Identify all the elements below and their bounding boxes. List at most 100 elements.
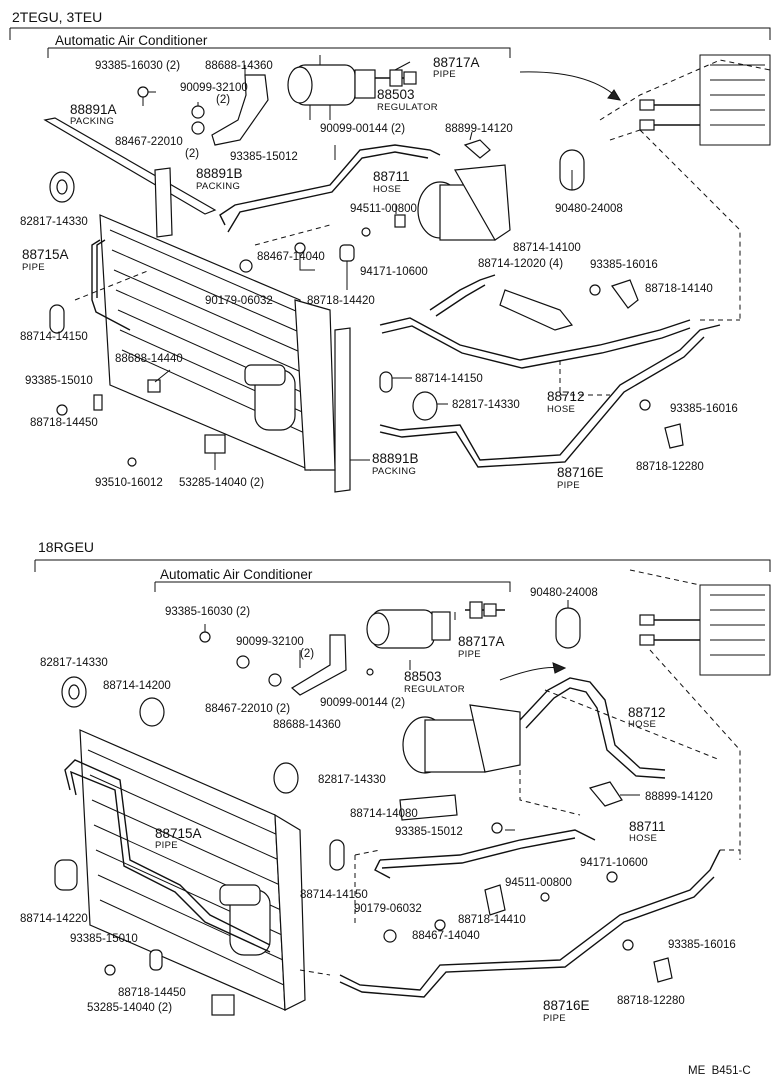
top-part-88715a: 88715A [22,247,69,262]
bottom-part-88467-14040: 88467-14040 [412,930,480,942]
bottom-part-88712-label: HOSE [628,719,656,730]
top-section-frame [9,27,771,58]
bottom-pipe-88717a [465,601,505,619]
top-part-88467-22010: 88467-22010 [115,136,183,148]
bottom-part-88711-label: HOSE [629,833,657,844]
top-packing-88891b-upper [154,167,173,238]
top-leader-lines [74,55,740,470]
bottom-part-82817-14330-mid: 82817-14330 [318,774,386,786]
top-packing-88891a [43,117,217,215]
top-part-88715a-label: PIPE [22,262,45,273]
top-small-parts [49,139,684,467]
bottom-compressor [402,704,521,774]
bottom-part-82817-14330: 82817-14330 [40,657,108,669]
bottom-part-88716e-label: PIPE [543,1013,566,1024]
top-section-title: 2TEGU, 3TEU [12,9,102,25]
bottom-part-labels: 93385-16030 (2) 90480-24008 90099-32100 … [20,587,736,1024]
bottom-part-88714-14220: 88714-14220 [20,913,88,925]
bottom-arrow [499,667,561,681]
top-arrow [519,71,621,101]
top-part-88891b-upper-label: PACKING [196,181,240,192]
bottom-part-94511-00800: 94511-00800 [505,877,572,889]
bottom-part-88718-12280: 88718-12280 [617,995,685,1007]
top-pipe-88715a [91,239,131,331]
top-part-88714-14150-right: 88714-14150 [415,373,483,385]
bottom-part-88712: 88712 [628,705,666,720]
bottom-hose-88712 [519,677,666,771]
top-part-88503-label: REGULATOR [377,102,438,113]
top-part-88891b-lower-label: PACKING [372,466,416,477]
bottom-part-93385-16030: 93385-16030 (2) [165,606,250,618]
top-arrow-head [607,89,621,101]
top-part-88891b-lower: 88891B [372,451,419,466]
top-part-88718-14140: 88718-14140 [645,283,713,295]
top-part-88899-14120: 88899-14120 [445,123,513,135]
bottom-part-88717a: 88717A [458,634,505,649]
bottom-part-90480-24008: 90480-24008 [530,587,598,599]
bottom-pipe-88716e [339,849,721,991]
top-receiver [244,364,296,431]
top-part-90480-24008: 90480-24008 [555,203,623,215]
top-hose-88712 [379,317,691,361]
bottom-part-88899-14120: 88899-14120 [645,791,713,803]
bottom-part-90099-00144: 90099-00144 (2) [320,697,405,709]
top-part-82817-14330-right: 82817-14330 [452,399,520,411]
top-part-93385-15010: 93385-15010 [25,375,93,387]
top-part-88717a-label: PIPE [433,69,456,80]
top-compressor [417,164,511,241]
top-pipe-88717a [375,69,417,87]
top-hose-sleeve-88714-12020 [499,289,574,331]
bottom-part-90099-32100: 90099-32100 [236,636,304,648]
bottom-part-88714-14200: 88714-14200 [103,680,171,692]
bottom-part-88716e: 88716E [543,998,590,1013]
bottom-leader-lines [204,600,740,976]
top-pipe-88716e [379,324,721,461]
top-part-88688-14440: 88688-14440 [115,353,183,365]
top-part-88714-14100: 88714-14100 [513,242,581,254]
bottom-receiver [219,884,271,956]
top-packing-88891b-lower [334,327,351,493]
top-part-90099-00144: 90099-00144 (2) [320,123,405,135]
bottom-part-53285-14040: 53285-14040 (2) [87,1002,172,1014]
bottom-part-88717a-label: PIPE [458,649,481,660]
bottom-bracket-parts [61,607,581,727]
top-part-88467-22010-qty: (2) [185,148,199,160]
top-part-88717a: 88717A [433,55,480,70]
top-part-88712: 88712 [547,389,585,404]
top-part-88467-14040: 88467-14040 [257,251,325,263]
top-part-93385-16016: 93385-16016 [590,259,658,271]
bottom-part-88711: 88711 [629,819,666,834]
top-part-53285-14040: 53285-14040 (2) [179,477,264,489]
bottom-regulator [366,609,451,649]
bottom-tube-88714-14080 [399,794,458,821]
bottom-part-94171-10600: 94171-10600 [580,857,648,869]
top-part-88503: 88503 [377,87,415,102]
bottom-part-88715a: 88715A [155,826,202,841]
bottom-part-93385-15010: 93385-15010 [70,933,138,945]
bottom-part-88718-14450: 88718-14450 [118,987,186,999]
top-part-88711: 88711 [373,169,410,184]
top-part-88712-label: HOSE [547,404,575,415]
top-part-93385-16030: 93385-16030 (2) [95,60,180,72]
top-part-labels: 93385-16030 (2) 88688-14360 88717A PIPE … [20,55,738,491]
top-part-88688-14360: 88688-14360 [205,60,273,72]
top-part-93385-15012: 93385-15012 [230,151,298,163]
bottom-part-88718-14410: 88718-14410 [458,914,526,926]
top-part-88891a-label: PACKING [70,116,114,127]
bottom-part-90179-06032: 90179-06032 [354,903,422,915]
top-part-88891b-upper: 88891B [196,166,243,181]
bottom-part-88714-14080: 88714-14080 [350,808,418,820]
top-part-93385-16016-right: 93385-16016 [670,403,738,415]
top-part-94171-10600: 94171-10600 [360,266,428,278]
top-part-88714-14150-left: 88714-14150 [20,331,88,343]
top-part-88718-14420: 88718-14420 [307,295,375,307]
top-part-88714-12020: 88714-12020 (4) [478,258,563,270]
bottom-part-88688-14360: 88688-14360 [273,719,341,731]
top-part-90099-32100-qty: (2) [216,94,230,106]
top-part-88891a: 88891A [70,102,117,117]
bottom-section-title: 18RGEU [38,539,94,555]
top-part-88711-label: HOSE [373,184,401,195]
bottom-part-90099-32100-qty: (2) [300,648,314,660]
bottom-hose-88711 [379,829,596,861]
